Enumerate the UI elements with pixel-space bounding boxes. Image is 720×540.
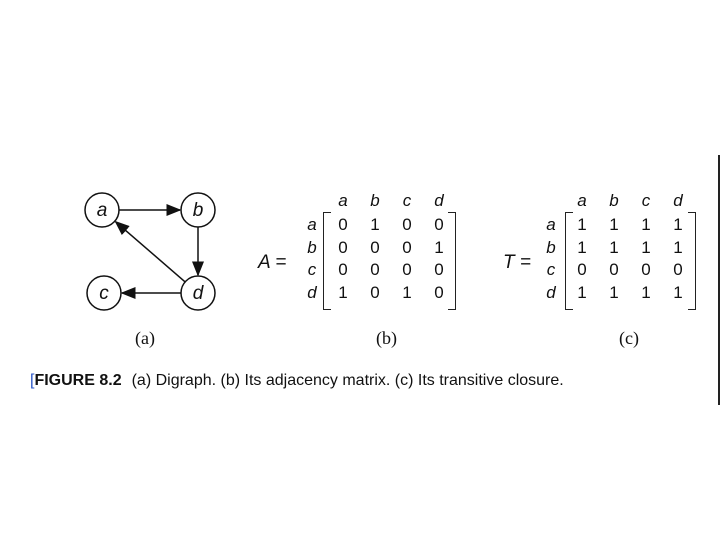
matrix-t-row-label: c [546,260,556,279]
node-label-a: a [97,200,108,221]
matrix-t-cell: 1 [641,215,651,234]
matrix-a-col-label: b [370,191,380,210]
node-c [86,275,122,311]
matrix-t-col-label: d [673,191,683,210]
matrix-a-cell: 0 [434,215,444,234]
matrix-a-row-label: b [307,237,317,257]
matrix-t-col-label: a [577,191,587,210]
matrix-a-cell: 0 [402,260,412,279]
matrix-t-col-label: c [641,191,651,210]
caption-bracket: [ [30,372,35,389]
matrix-t-cell: 0 [641,260,651,279]
matrix-a-cell: 0 [338,260,348,279]
node-d [180,275,216,311]
matrix-t-right-bracket [688,212,696,310]
matrix-t-cell: 1 [609,237,619,257]
matrix-a-cell: 1 [402,282,412,302]
matrix-a-cell: 1 [338,282,348,302]
sublabel-b: (b) [376,328,397,348]
matrix-t-cell: 0 [673,260,683,279]
figure-caption: [FIGURE 8.2 (a) Digraph. (b) Its adjacenc… [30,372,564,390]
caption-label-text: FIGURE 8.2 [34,372,122,389]
matrix-a-col-label: d [434,191,444,210]
sublabel-a: (a) [135,328,155,348]
matrix-t-cell: 1 [641,282,651,302]
matrix-t-cell: 0 [609,260,619,279]
matrix-a-cell: 1 [370,215,380,234]
matrix-a-cell: 0 [434,260,444,279]
node-b [180,192,216,228]
matrix-t-cell: 1 [641,237,651,257]
edge-d-a [114,220,186,283]
caption-text: (a) Digraph. (b) Its adjacency matrix. (… [131,372,564,389]
matrix-a-row-label: c [307,260,317,279]
matrix-t-left-bracket [565,212,573,310]
caption-label: [FIGURE 8.2 [30,372,122,389]
matrix-t-cell: 1 [673,215,683,234]
page-edge-line [718,155,720,405]
matrix-a-cell: 0 [402,237,412,257]
matrix-a-cell: 0 [370,282,380,302]
matrix-a-cell: 0 [402,215,412,234]
matrix-a-col-label: a [338,191,348,210]
matrix-t-cell: 1 [577,215,587,234]
matrix-a-cell: 1 [434,237,444,257]
matrix-t-cell: 1 [577,282,587,302]
matrix-t-cell: 1 [673,237,683,257]
matrix-a-cell: 0 [338,237,348,257]
matrix-a-cell: 0 [338,215,348,234]
matrix-t-cell: 1 [609,282,619,302]
matrix-a-col-label: c [402,191,412,210]
matrix-t-cell: 0 [577,260,587,279]
matrix-a-cell: 0 [370,237,380,257]
node-label-d: d [193,283,205,304]
node-a [84,192,120,228]
matrix-a-name: A = [258,252,287,273]
matrix-t-row-label: b [546,237,556,257]
matrix-t-col-label: b [609,191,619,210]
matrix-t-cell: 1 [609,215,619,234]
node-label-c: c [99,283,109,304]
node-label-b: b [193,200,204,221]
matrix-t-cell: 1 [673,282,683,302]
matrix-a-right-bracket [448,212,456,310]
matrix-t-cell: 1 [577,237,587,257]
matrix-t-name: T = [503,252,531,273]
matrix-t-row-label: a [546,215,556,234]
matrix-a-row-label: a [307,215,317,234]
matrix-a-cell: 0 [434,282,444,302]
sublabel-c: (c) [619,328,639,348]
matrix-a-left-bracket [323,212,331,310]
matrix-a-row-label: d [307,282,317,302]
matrix-a-cell: 0 [370,260,380,279]
matrix-t-row-label: d [546,282,556,302]
